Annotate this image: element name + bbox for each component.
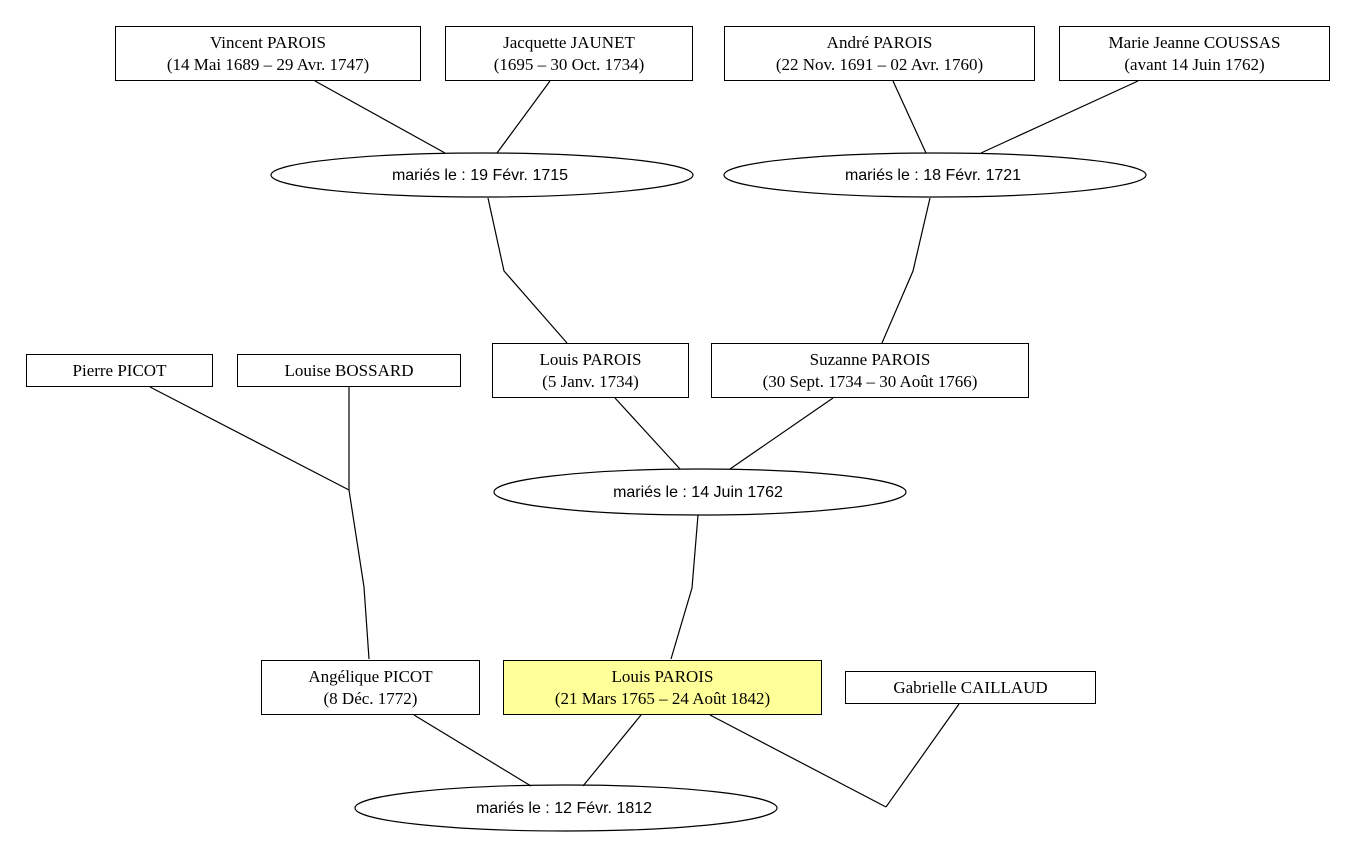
person-card-louis-parois-1734[interactable]: Louis PAROIS (5 Janv. 1734) bbox=[492, 343, 689, 398]
person-card-marie-jeanne-coussas[interactable]: Marie Jeanne COUSSAS (avant 14 Juin 1762… bbox=[1059, 26, 1330, 81]
person-name: Suzanne PAROIS bbox=[809, 349, 931, 369]
connector-line bbox=[496, 80, 551, 154]
connector-line bbox=[314, 80, 446, 154]
person-name: Gabrielle CAILLAUD bbox=[893, 677, 1048, 697]
connector-line bbox=[348, 489, 370, 660]
person-dates: (22 Nov. 1691 – 02 Avr. 1760) bbox=[775, 54, 984, 74]
marriage-label-1812: mariés le : 12 Févr. 1812 bbox=[475, 800, 653, 817]
person-name: Vincent PAROIS bbox=[210, 32, 326, 52]
person-name: Louise BOSSARD bbox=[284, 360, 414, 380]
person-name: Marie Jeanne COUSSAS bbox=[1108, 32, 1281, 52]
person-card-gabrielle-caillaud[interactable]: Gabrielle CAILLAUD bbox=[845, 671, 1096, 704]
person-card-andre-parois[interactable]: André PAROIS (22 Nov. 1691 – 02 Avr. 176… bbox=[724, 26, 1035, 81]
marriage-label-1762: mariés le : 14 Juin 1762 bbox=[613, 484, 783, 501]
person-name: Louis PAROIS bbox=[539, 349, 642, 369]
connector-line bbox=[582, 714, 642, 787]
person-dates: (21 Mars 1765 – 24 Août 1842) bbox=[554, 688, 771, 708]
marriage-ellipse bbox=[723, 152, 1147, 198]
person-name: Pierre PICOT bbox=[72, 360, 167, 380]
person-card-angelique-picot[interactable]: Angélique PICOT (8 Déc. 1772) bbox=[261, 660, 480, 715]
person-name: Louis PAROIS bbox=[611, 666, 714, 686]
person-dates: (avant 14 Juin 1762) bbox=[1124, 54, 1265, 74]
marriage-label-1721: mariés le : 18 Févr. 1721 bbox=[844, 167, 1022, 184]
marriage-label-1715: mariés le : 19 Févr. 1715 bbox=[391, 167, 569, 184]
person-dates: (1695 – 30 Oct. 1734) bbox=[493, 54, 645, 74]
person-dates: (30 Sept. 1734 – 30 Août 1766) bbox=[762, 371, 978, 391]
person-card-pierre-picot[interactable]: Pierre PICOT bbox=[26, 354, 213, 387]
marriage-ellipse bbox=[493, 468, 907, 516]
connector-line bbox=[729, 397, 834, 470]
person-card-louis-parois-1765-selected[interactable]: Louis PAROIS (21 Mars 1765 – 24 Août 184… bbox=[503, 660, 822, 715]
connector-line bbox=[980, 80, 1139, 154]
person-card-jacquette-jaunet[interactable]: Jacquette JAUNET (1695 – 30 Oct. 1734) bbox=[445, 26, 693, 81]
connector-line bbox=[149, 386, 350, 491]
marriage-ellipse bbox=[270, 152, 694, 198]
person-name: Angélique PICOT bbox=[308, 666, 433, 686]
connector-line bbox=[670, 514, 699, 660]
connector-line bbox=[614, 397, 681, 470]
person-dates: (5 Janv. 1734) bbox=[542, 371, 639, 391]
marriage-ellipse bbox=[354, 784, 778, 832]
connector-line bbox=[709, 714, 887, 808]
person-card-louise-bossard[interactable]: Louise BOSSARD bbox=[237, 354, 461, 387]
person-card-suzanne-parois[interactable]: Suzanne PAROIS (30 Sept. 1734 – 30 Août … bbox=[711, 343, 1029, 398]
person-name: Jacquette JAUNET bbox=[503, 32, 635, 52]
person-name: André PAROIS bbox=[826, 32, 933, 52]
person-card-vincent-parois[interactable]: Vincent PAROIS (14 Mai 1689 – 29 Avr. 17… bbox=[115, 26, 421, 81]
connector-line bbox=[487, 197, 568, 344]
connector-line bbox=[885, 703, 960, 808]
connector-line bbox=[892, 80, 927, 154]
connector-line bbox=[413, 714, 532, 787]
person-dates: (8 Déc. 1772) bbox=[323, 688, 418, 708]
connector-line bbox=[881, 197, 931, 344]
person-dates: (14 Mai 1689 – 29 Avr. 1747) bbox=[166, 54, 370, 74]
